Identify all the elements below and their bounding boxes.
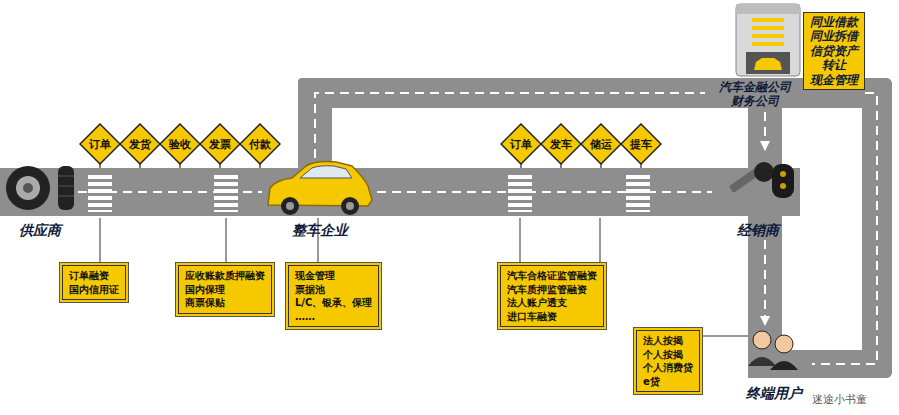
- box-line: 法人按揭: [643, 334, 693, 348]
- road-connector: [377, 191, 712, 193]
- people-icon: [748, 331, 798, 370]
- car-icon: [268, 162, 372, 216]
- info-sign: 同业借款同业拆借信贷资产转让现金管理: [803, 12, 865, 90]
- diamond-outline: [160, 124, 200, 164]
- step-diamond: 发货: [119, 123, 161, 165]
- step-label: 订单: [500, 137, 542, 152]
- step-label: 验收: [159, 137, 201, 152]
- node-label: 终端用户: [736, 385, 812, 403]
- building-icon: [736, 4, 800, 76]
- box-line: 信贷资产转让: [807, 44, 861, 73]
- diamond-outline: [581, 124, 621, 164]
- road-connector: [764, 112, 766, 150]
- actor-node: 供应商: [2, 160, 78, 240]
- leader-line: [100, 218, 748, 336]
- box-line: ……: [295, 310, 372, 324]
- product-box: 应收账款质押融资国内保理商票保贴: [178, 265, 272, 314]
- watermark: 迷途小书童: [812, 392, 867, 407]
- node-label: 经销商: [712, 222, 804, 240]
- step-diamond: 发车: [540, 123, 582, 165]
- box-line: 个人按揭: [643, 348, 693, 362]
- diamond-outline: [80, 124, 120, 164]
- box-line: 票据池: [295, 283, 372, 297]
- box-line: 同业拆借: [807, 29, 861, 43]
- box-line: 商票保贴: [185, 296, 265, 310]
- road-connector: [812, 93, 877, 364]
- sign-pole: [100, 164, 641, 168]
- tire-icon: [6, 166, 74, 210]
- box-line: 现金管理: [295, 269, 372, 283]
- step-label: 提车: [620, 137, 662, 152]
- step-diamond: 订单: [500, 123, 542, 165]
- step-label: 储运: [580, 137, 622, 152]
- box-line: 国内保理: [185, 283, 265, 297]
- road: [0, 78, 892, 378]
- product-box: 订单融资国内信用证: [62, 265, 126, 300]
- box-line: e贷: [643, 375, 693, 389]
- actor-node: 经销商: [712, 150, 804, 240]
- step-diamond: 付款: [239, 123, 281, 165]
- diamond-outline: [240, 124, 280, 164]
- box-line: 汽车质押监管融资: [507, 283, 597, 297]
- step-label: 发货: [119, 137, 161, 152]
- key-icon: [729, 162, 794, 198]
- label-holder: 终端用户: [736, 385, 812, 403]
- box-line: 进口车融资: [507, 310, 597, 324]
- node-label: 整车企业: [262, 222, 377, 240]
- actor-node: 整车企业: [262, 158, 377, 240]
- node-label: 供应商: [2, 222, 78, 240]
- label-holder: 经销商: [712, 222, 804, 240]
- actor-node: 终端用户: [736, 325, 812, 403]
- finance-company: 汽车金融公司 财务公司同业借款同业拆借信贷资产转让现金管理: [705, 0, 865, 112]
- diamond-outline: [200, 124, 240, 164]
- step-label: 付款: [239, 137, 281, 152]
- diamond-outline: [541, 124, 581, 164]
- box-line: 订单融资: [69, 269, 119, 283]
- label-holder: 汽车金融公司 财务公司: [711, 80, 799, 109]
- product-box: 法人按揭个人按揭个人消费贷e贷: [636, 330, 700, 392]
- step-diamond: 储运: [580, 123, 622, 165]
- box-line: L/C、银承、保理: [295, 296, 372, 310]
- step-label: 发票: [199, 137, 241, 152]
- box-line: 同业借款: [807, 15, 861, 29]
- box-line: 现金管理: [807, 73, 861, 87]
- diamond-outline: [621, 124, 661, 164]
- diamond-outline: [501, 124, 541, 164]
- step-label: 发车: [540, 137, 582, 152]
- product-box: 现金管理票据池L/C、银承、保理……: [288, 265, 379, 327]
- step-diamond: 提车: [620, 123, 662, 165]
- box-line: 国内信用证: [69, 283, 119, 297]
- step-diamond: 发票: [199, 123, 241, 165]
- label-holder: 供应商: [2, 222, 78, 240]
- node-label: 汽车金融公司 财务公司: [711, 80, 799, 109]
- road-connector: [315, 93, 705, 158]
- step-diamond: 订单: [79, 123, 121, 165]
- box-line: 法人账户透支: [507, 296, 597, 310]
- road-connector: [78, 191, 262, 193]
- diamond-outline: [120, 124, 160, 164]
- step-diamond: 验收: [159, 123, 201, 165]
- box-line: 应收账款质押融资: [185, 269, 265, 283]
- road-connector: [764, 240, 766, 325]
- step-label: 订单: [79, 137, 121, 152]
- label-holder: 整车企业: [262, 222, 377, 240]
- product-box: 汽车合格证监管融资汽车质押监管融资法人账户透支进口车融资: [500, 265, 604, 327]
- box-line: 汽车合格证监管融资: [507, 269, 597, 283]
- box-line: 个人消费贷: [643, 361, 693, 375]
